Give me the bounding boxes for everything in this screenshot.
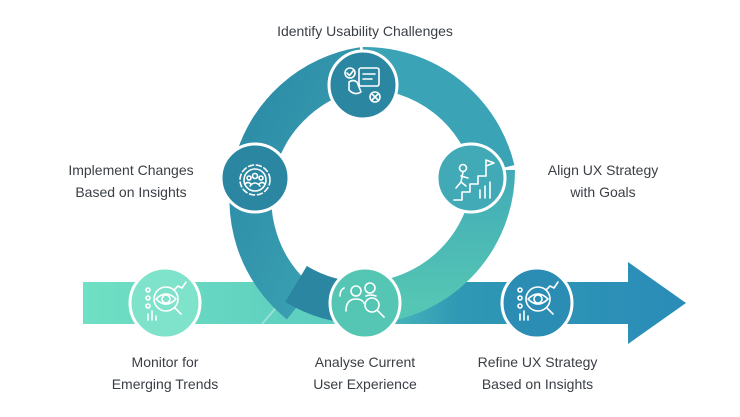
label-monitor: Monitor for Emerging Trends (85, 351, 245, 395)
node-monitor (128, 266, 202, 340)
node-analyse (328, 266, 402, 340)
node-implement (219, 142, 291, 214)
eye-analytics-icon (517, 281, 559, 321)
label-refine: Refine UX Strategy Based on Insights (455, 351, 620, 395)
label-analyse-line1: Analyse Current (314, 354, 416, 370)
label-analyse: Analyse Current User Experience (285, 351, 445, 395)
users-search-icon (339, 282, 385, 318)
label-monitor-line1: Monitor for (131, 354, 199, 370)
label-align-line2: with Goals (570, 184, 636, 200)
label-refine-line1: Refine UX Strategy (477, 354, 598, 370)
label-implement: Implement Changes Based on Insights (46, 159, 216, 203)
label-refine-line2: Based on Insights (481, 376, 594, 392)
checklist-hand-icon (344, 67, 381, 103)
node-align (435, 142, 507, 214)
eye-analytics-icon (145, 281, 187, 321)
node-refine (500, 266, 574, 340)
label-analyse-line2: User Experience (313, 376, 417, 392)
label-monitor-line2: Emerging Trends (111, 376, 219, 392)
label-align: Align UX Strategy with Goals (518, 159, 688, 203)
label-identify-line1: Identify Usability Challenges (277, 23, 453, 39)
label-identify: Identify Usability Challenges (230, 20, 500, 42)
label-align-line1: Align UX Strategy (547, 162, 659, 178)
label-implement-line2: Based on Insights (75, 184, 187, 200)
label-implement-line1: Implement Changes (68, 162, 194, 178)
node-identify (327, 49, 399, 121)
growth-climb-icon (453, 159, 495, 201)
gear-team-icon (239, 164, 271, 196)
